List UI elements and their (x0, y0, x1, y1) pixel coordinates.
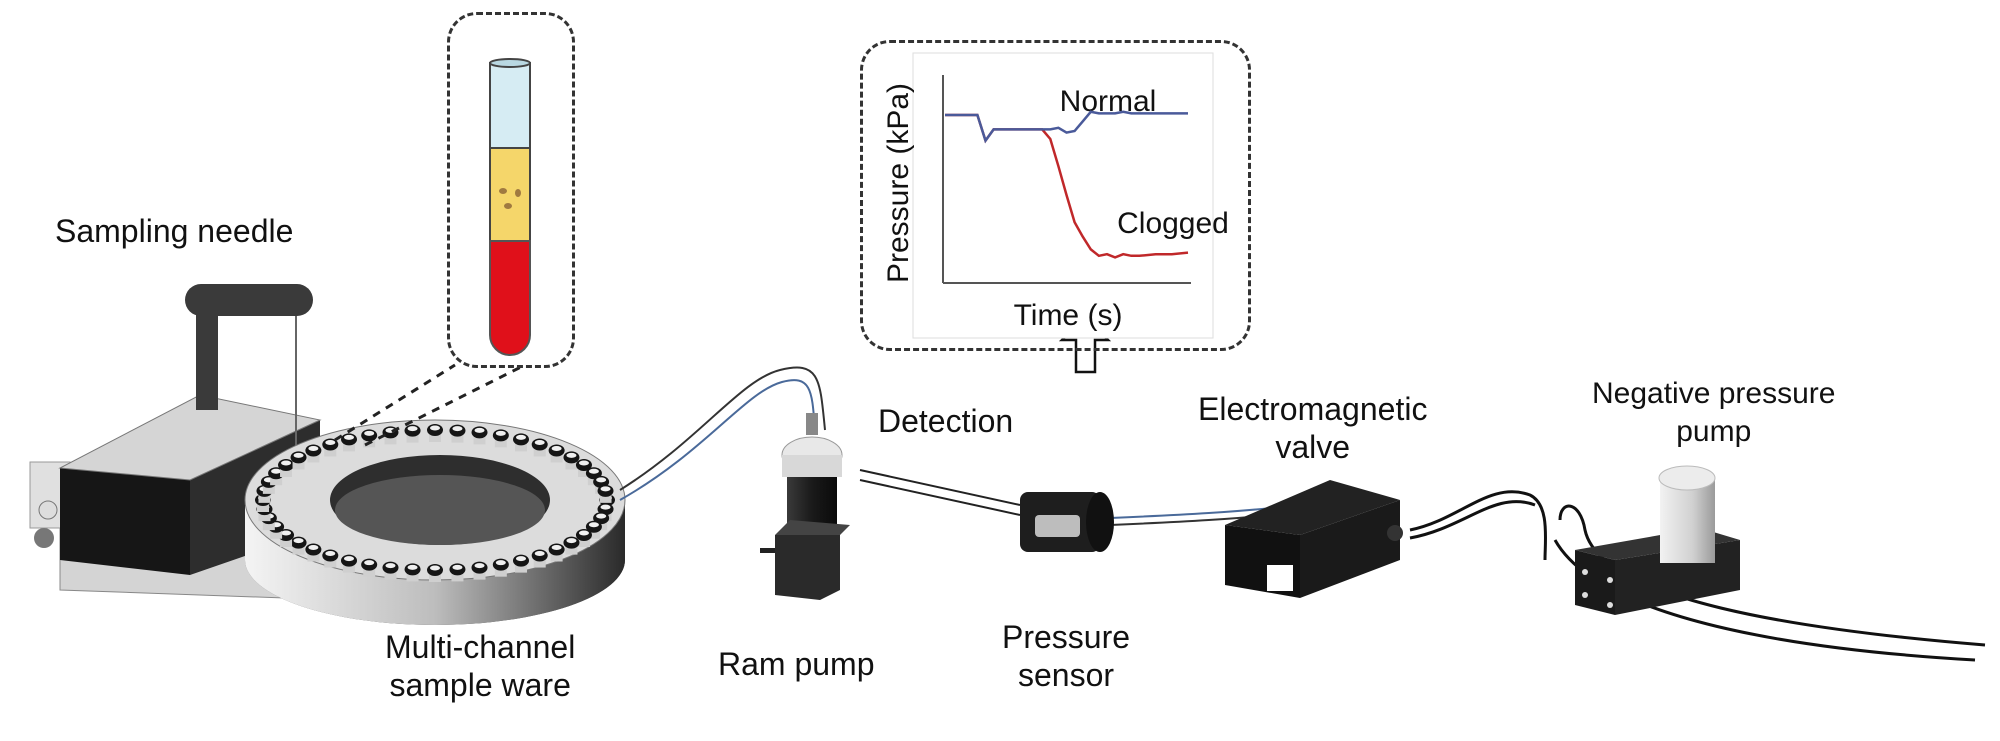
ram-pump (760, 413, 850, 600)
vial-cap-highlight (495, 430, 506, 436)
vial-cap-highlight (430, 565, 440, 571)
vial-cap-highlight (588, 522, 599, 528)
vial-cap-highlight (578, 460, 589, 466)
sample-vials (255, 424, 615, 582)
x-axis-label: Time (s) (1014, 299, 1123, 332)
label-neg-pump-line2: pump (1676, 415, 1752, 448)
vial-cap-highlight (271, 468, 282, 474)
pressure-chart-inset: Pressure (kPa) Time (s) Normal Clogged (860, 40, 1251, 351)
vial-cap-highlight (325, 551, 336, 557)
vial-cap-highlight (452, 426, 463, 432)
label-electromagnetic-valve: Electromagnetic valve (1198, 390, 1427, 466)
vial-cap-highlight (566, 538, 577, 544)
label-detection: Detection (878, 403, 1014, 439)
label-pressure-sensor: Pressure sensor (1002, 618, 1130, 694)
vial-cap-highlight (551, 446, 562, 452)
electromagnetic-valve (1225, 480, 1403, 598)
label-em-valve-line2: valve (1275, 429, 1351, 465)
vial-cap-highlight (293, 452, 304, 458)
label-pressure-sensor-line1: Pressure (1002, 619, 1131, 655)
vial-cap-highlight (308, 544, 319, 550)
pressure-sensor (1020, 492, 1114, 552)
vial-cap-highlight (281, 460, 292, 466)
vial-cap-highlight (344, 556, 354, 562)
series-line-normal (945, 110, 1188, 144)
vial-cap-highlight (385, 563, 396, 569)
label-pressure-sensor-line2: sensor (1018, 657, 1115, 693)
vial-cap-highlight (600, 486, 611, 492)
label-multi-channel: Multi-channel sample ware (385, 628, 575, 704)
vial-cap-highlight (474, 427, 485, 433)
vial-cap-highlight (551, 544, 562, 550)
vial-cap-highlight (308, 446, 319, 452)
vial-cap-highlight (364, 560, 375, 566)
vial-cap-highlight (430, 425, 440, 431)
test-tube-icon (489, 58, 531, 356)
label-em-valve-line1: Electromagnetic (1198, 391, 1428, 427)
vial-cap-highlight (407, 564, 418, 570)
negative-pressure-pump (1575, 465, 1740, 615)
vial-cap-highlight (566, 452, 577, 458)
vial-cap-highlight (516, 556, 526, 562)
vial-cap-highlight (596, 477, 607, 483)
label-negative-pressure-pump: Negative pressure pump (1592, 375, 1835, 451)
test-tube-inset (447, 12, 575, 368)
multi-channel-sample-ware (244, 419, 626, 625)
vial-cap-highlight (600, 504, 611, 510)
vial-cap-highlight (495, 560, 506, 566)
y-axis-label: Pressure (kPa) (882, 83, 915, 283)
vial-cap-highlight (474, 563, 485, 569)
vial-cap-highlight (588, 468, 599, 474)
vial-cap-highlight (325, 439, 336, 445)
label-ram-pump: Ram pump (718, 646, 875, 682)
label-multi-channel-line2: sample ware (389, 667, 571, 703)
vial-cap-highlight (407, 426, 418, 432)
vial-cap-highlight (534, 551, 545, 557)
vial-cap-highlight (596, 513, 607, 519)
vial-cap-highlight (281, 530, 292, 536)
vial-cap-highlight (534, 439, 545, 445)
vial-cap-highlight (452, 564, 463, 570)
vial-cap-highlight (293, 538, 304, 544)
chart-frame (912, 52, 1214, 339)
label-multi-channel-line1: Multi-channel (385, 629, 576, 665)
vial-cap-highlight (344, 434, 354, 440)
pressure-chart: Pressure (kPa) Time (s) Normal Clogged (882, 52, 1229, 339)
annotation-clogged: Clogged (1117, 207, 1229, 240)
vial-cap-highlight (578, 530, 589, 536)
label-neg-pump-line1: Negative pressure (1592, 377, 1836, 410)
vial-cap-highlight (364, 430, 375, 436)
vial-cap-highlight (516, 434, 526, 440)
label-sampling-needle: Sampling needle (55, 213, 294, 249)
